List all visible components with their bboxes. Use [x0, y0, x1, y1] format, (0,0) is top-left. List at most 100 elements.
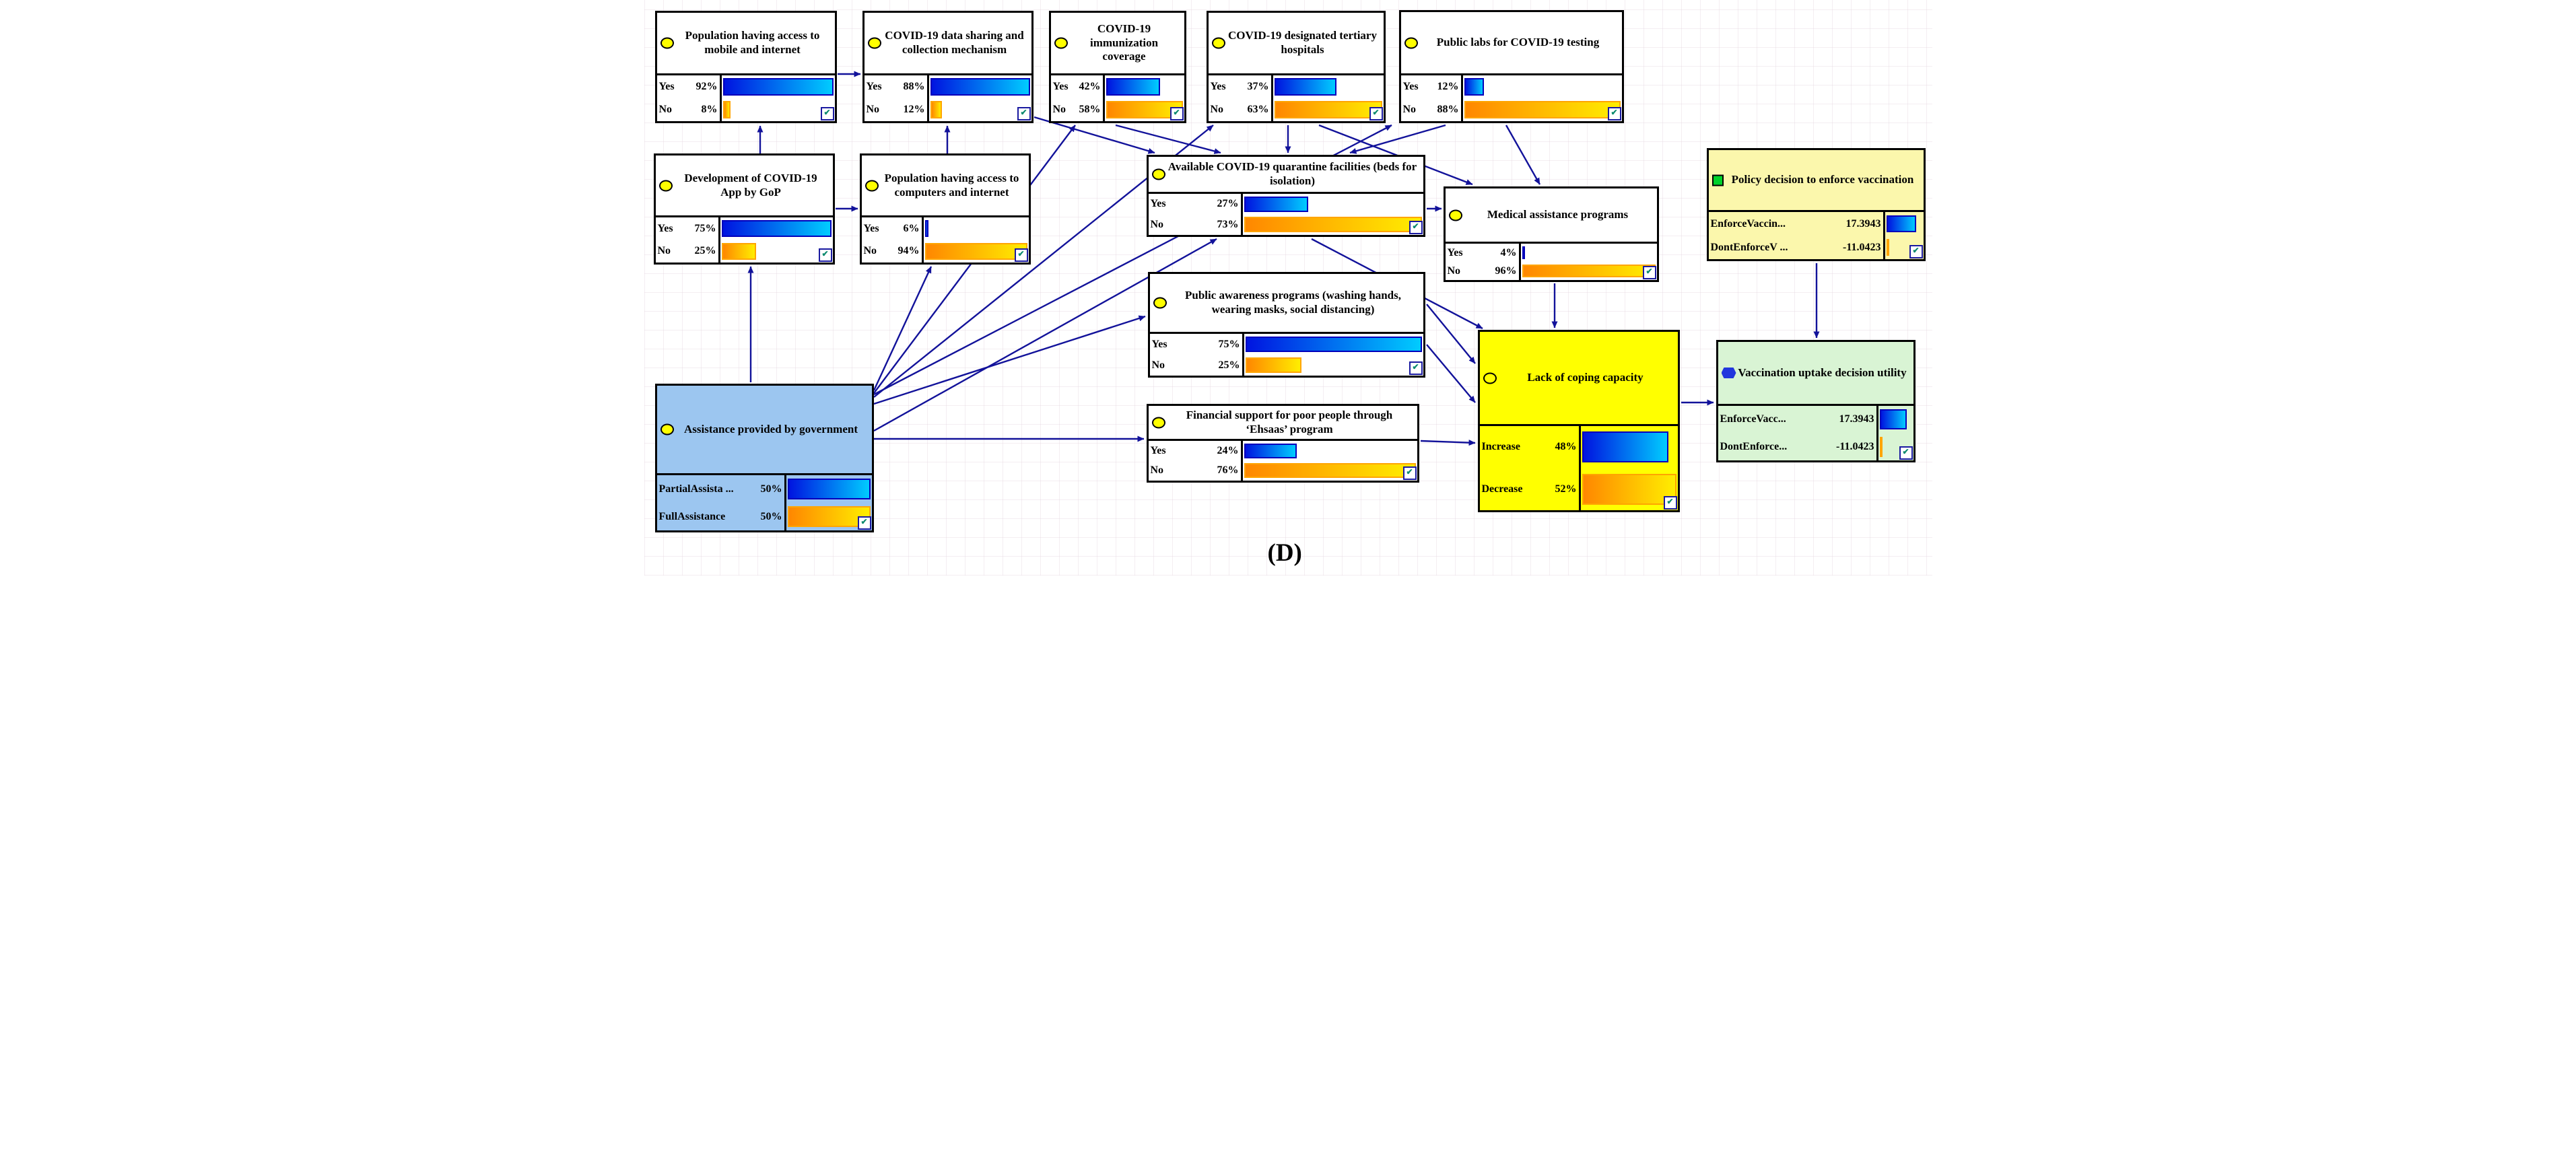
- state-row: EnforceVaccin...17.3943: [1709, 212, 1924, 236]
- state-label: EnforceVacc...: [1720, 413, 1786, 425]
- probability-bar-blue: [721, 220, 832, 238]
- state-label: No: [866, 104, 880, 115]
- node-title: Lack of coping capacity: [1527, 371, 1643, 384]
- update-check-icon[interactable]: ✔: [1642, 266, 1656, 279]
- probability-bar-blue: [1879, 409, 1907, 430]
- node-title: Development of COVID-19 App by GoP: [684, 171, 817, 199]
- update-check-icon[interactable]: ✔: [820, 107, 834, 120]
- state-row: No 76%: [1149, 460, 1417, 481]
- state-label: No: [1150, 464, 1164, 477]
- chance-oval-icon: [1483, 372, 1497, 384]
- probability-bar-blue: [1582, 431, 1668, 463]
- chance-oval-icon: [1448, 209, 1462, 221]
- node-pop-mobile[interactable]: Population having access to mobile and i…: [654, 11, 837, 123]
- state-value: 50%: [760, 483, 782, 495]
- state-value: 24%: [1217, 444, 1239, 456]
- update-check-icon[interactable]: ✔: [1909, 245, 1923, 258]
- update-check-icon[interactable]: ✔: [1369, 107, 1383, 120]
- chance-oval-icon: [660, 37, 674, 49]
- state-value: 37%: [1247, 81, 1269, 92]
- update-check-icon[interactable]: ✔: [1017, 107, 1031, 120]
- node-title: Policy decision to enforce vaccination: [1731, 173, 1914, 186]
- update-check-icon[interactable]: ✔: [1402, 466, 1417, 480]
- update-check-icon[interactable]: ✔: [818, 248, 832, 262]
- state-value: 52%: [1555, 483, 1577, 495]
- node-data-sharing[interactable]: COVID-19 data sharing and collection mec…: [862, 11, 1033, 123]
- state-value: 6%: [903, 222, 920, 234]
- probability-bar-orange: [721, 242, 756, 260]
- node-ehsaas[interactable]: Financial support for poor people throug…: [1146, 404, 1419, 483]
- state-value: 17.3943: [1839, 413, 1874, 425]
- state-row: No 58%: [1051, 98, 1184, 121]
- state-label: Yes: [658, 81, 675, 92]
- state-label: No: [1052, 104, 1066, 115]
- state-row: No 94%: [862, 240, 1029, 263]
- state-label: Yes: [1402, 81, 1419, 92]
- node-awareness[interactable]: Public awareness programs (washing hands…: [1147, 272, 1425, 378]
- update-check-icon[interactable]: ✔: [1409, 361, 1423, 375]
- state-value: 4%: [1500, 246, 1517, 258]
- state-value: 94%: [897, 245, 920, 257]
- state-value: 88%: [903, 81, 925, 92]
- state-value: 88%: [1437, 104, 1459, 115]
- state-value: 58%: [1079, 104, 1101, 115]
- state-value: 63%: [1247, 104, 1269, 115]
- node-pop-computers[interactable]: Population having access to computers an…: [859, 153, 1031, 265]
- state-value: 8%: [701, 104, 718, 115]
- update-check-icon[interactable]: ✔: [857, 516, 871, 530]
- update-check-icon[interactable]: ✔: [1409, 221, 1423, 234]
- state-label: No: [1210, 104, 1224, 115]
- probability-bar-orange: [1886, 238, 1889, 256]
- state-value: 76%: [1217, 464, 1239, 477]
- update-check-icon[interactable]: ✔: [1607, 107, 1621, 120]
- update-check-icon[interactable]: ✔: [1663, 496, 1677, 510]
- bayesian-network-canvas: (D) Population having access to mobile a…: [644, 0, 1932, 576]
- state-label: Yes: [1150, 198, 1166, 210]
- edge-public-labs-to-medical: [1505, 125, 1540, 185]
- state-value: 12%: [1437, 81, 1459, 92]
- update-check-icon[interactable]: ✔: [1014, 248, 1028, 262]
- node-title: COVID-19 data sharing and collection mec…: [885, 29, 1024, 56]
- state-label: No: [658, 104, 673, 115]
- node-title: Financial support for poor people throug…: [1186, 408, 1393, 435]
- node-title: Assistance provided by government: [684, 422, 858, 435]
- probability-bar-orange: [1244, 217, 1422, 233]
- node-title: Population having access to mobile and i…: [685, 29, 820, 56]
- chance-oval-icon: [867, 37, 881, 49]
- probability-bar-orange: [1274, 101, 1382, 118]
- state-label: PartialAssista ...: [658, 483, 734, 495]
- node-title: Population having access to computers an…: [884, 171, 1019, 199]
- state-value: 27%: [1217, 198, 1239, 210]
- update-check-icon[interactable]: ✔: [1899, 446, 1913, 460]
- state-label: No: [863, 245, 877, 257]
- node-quarantine[interactable]: Available COVID-19 quarantine facilities…: [1146, 155, 1425, 237]
- update-check-icon[interactable]: ✔: [1170, 107, 1184, 120]
- probability-bar-blue: [1245, 337, 1422, 352]
- state-label: No: [1151, 359, 1165, 371]
- chance-oval-icon: [660, 423, 674, 435]
- probability-bar-orange: [1582, 473, 1676, 505]
- state-value: 96%: [1495, 265, 1517, 277]
- probability-bar-blue: [1464, 78, 1484, 96]
- node-title: Public labs for COVID-19 testing: [1436, 36, 1600, 49]
- chance-oval-icon: [1211, 37, 1225, 49]
